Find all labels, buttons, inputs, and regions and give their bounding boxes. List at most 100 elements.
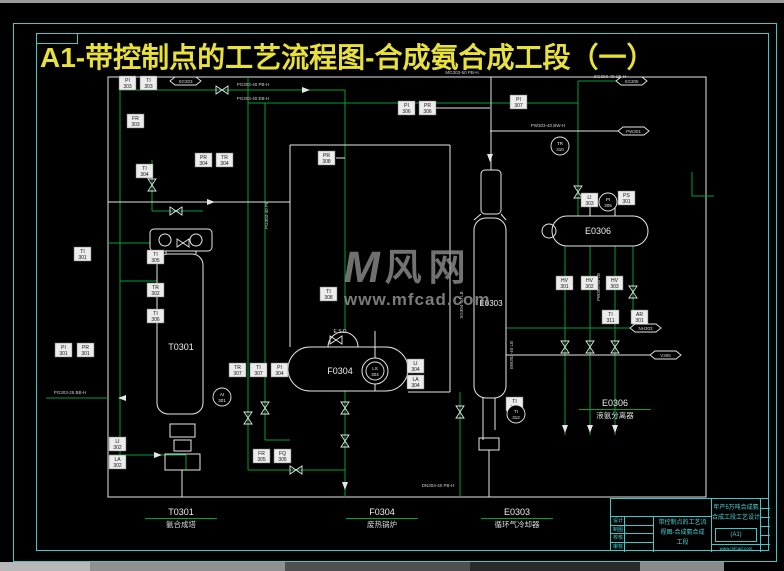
valve-icon	[147, 178, 157, 192]
svg-text:305: 305	[151, 258, 160, 264]
svg-text:SG303: SG303	[178, 79, 193, 84]
pipe-code-label: PW305-40 LB	[596, 273, 601, 301]
t0301-label: T0301	[168, 342, 194, 352]
tb-line	[611, 525, 653, 526]
flow-arrow-icon	[587, 425, 593, 433]
svg-text:FQ: FQ	[279, 451, 286, 457]
f0304-vessel	[287, 331, 409, 392]
tb-project-line: 合成工段工艺设计	[712, 515, 761, 521]
valve-icon	[260, 401, 270, 415]
line-connector-flag: SG305	[615, 76, 648, 86]
tb-line	[611, 533, 653, 534]
pipe-code-label: PW303-40 BW-H	[531, 123, 565, 128]
window-top-edge	[0, 0, 784, 3]
svg-text:304: 304	[140, 172, 149, 178]
svg-text:AI: AI	[220, 392, 224, 397]
valve-icon	[340, 401, 350, 415]
tb-line	[711, 544, 760, 545]
svg-text:301: 301	[59, 351, 68, 357]
svg-text:304: 304	[411, 383, 420, 389]
svg-text:308: 308	[322, 159, 331, 165]
svg-text:LI: LI	[587, 195, 591, 201]
svg-text:PI: PI	[125, 78, 130, 84]
tb-drawing-title-line: 带控制点的工艺流	[658, 520, 707, 526]
svg-text:PI: PI	[404, 103, 409, 109]
svg-text:302: 302	[113, 463, 122, 469]
svg-text:PI: PI	[277, 365, 282, 371]
svg-text:TI: TI	[153, 252, 157, 258]
svg-text:311: 311	[607, 318, 615, 324]
svg-text:LI: LI	[115, 439, 119, 445]
svg-text:302: 302	[113, 445, 122, 451]
sheet-border-notch	[36, 33, 78, 44]
tb-stamp-row: 设计	[612, 518, 623, 524]
equipment-caption-t0301: T0301 氨合成塔	[136, 507, 226, 529]
svg-text:NH303: NH303	[638, 326, 653, 331]
svg-text:301: 301	[622, 199, 631, 205]
line-connector-flag: V306	[649, 350, 682, 360]
svg-text:304: 304	[371, 372, 379, 377]
svg-text:TR: TR	[557, 141, 564, 146]
svg-text:TI: TI	[608, 312, 612, 318]
tb-stamp-row: 校核	[612, 535, 623, 541]
equipment-caption-e0306: E0306 液氨分离器	[570, 398, 660, 420]
e0303-label: E0303	[479, 299, 503, 308]
svg-text:303: 303	[123, 84, 132, 90]
bottom-strip-segment	[0, 562, 90, 571]
svg-text:301: 301	[635, 318, 644, 324]
valve-icon	[243, 411, 253, 425]
svg-text:HV: HV	[611, 278, 619, 284]
valve-icon	[628, 285, 638, 299]
line-connector-flag: PW301	[617, 126, 650, 136]
svg-text:PW301: PW301	[626, 129, 641, 134]
line-connector-flag: SG303	[169, 76, 202, 86]
svg-text:303: 303	[144, 84, 153, 90]
svg-text:TI: TI	[326, 289, 330, 295]
svg-text:PI: PI	[61, 345, 66, 351]
svg-text:PS: PS	[623, 193, 630, 199]
tb-stamp-row: 制图	[612, 527, 623, 533]
caption-name: 循环气冷却器	[494, 520, 540, 529]
pipe-code-label: PG303-40 PB-H	[237, 82, 270, 87]
svg-text:307: 307	[514, 103, 523, 109]
pipe-code-label: SG304-40 LB	[459, 291, 464, 318]
pipe-code-label: PG303-25 BB-H	[54, 390, 87, 395]
svg-text:305: 305	[278, 457, 287, 463]
valve-icon	[215, 85, 229, 95]
t0301-vessel	[149, 228, 213, 471]
svg-text:304: 304	[199, 161, 208, 167]
svg-text:305: 305	[604, 203, 612, 208]
svg-text:306: 306	[151, 317, 160, 323]
svg-text:301: 301	[78, 255, 87, 261]
page-title: A1-带控制点的工艺流程图-合成氨合成工段（一）	[40, 42, 655, 73]
valve-icon	[560, 340, 570, 354]
watermark: M 风网 www.mfcad.com	[340, 243, 491, 310]
svg-text:HV: HV	[561, 278, 569, 284]
pipe-code-label: PG303-40 EB-H	[237, 96, 270, 101]
sheet-outer-border	[13, 23, 777, 562]
svg-text:PR: PR	[323, 153, 330, 159]
svg-text:PI: PI	[516, 97, 521, 103]
e0306-label: E0306	[585, 226, 611, 236]
tb-line	[760, 544, 770, 545]
tb-line	[760, 526, 770, 527]
tb-line	[611, 516, 711, 517]
flow-arrow-icon	[118, 395, 126, 401]
e0303-vessel	[473, 169, 507, 451]
caption-name: 氨合成塔	[166, 520, 196, 529]
tb-project: 年产5万吨合成氨 合成工段工艺设计	[712, 503, 760, 523]
valve-icon	[455, 405, 465, 419]
